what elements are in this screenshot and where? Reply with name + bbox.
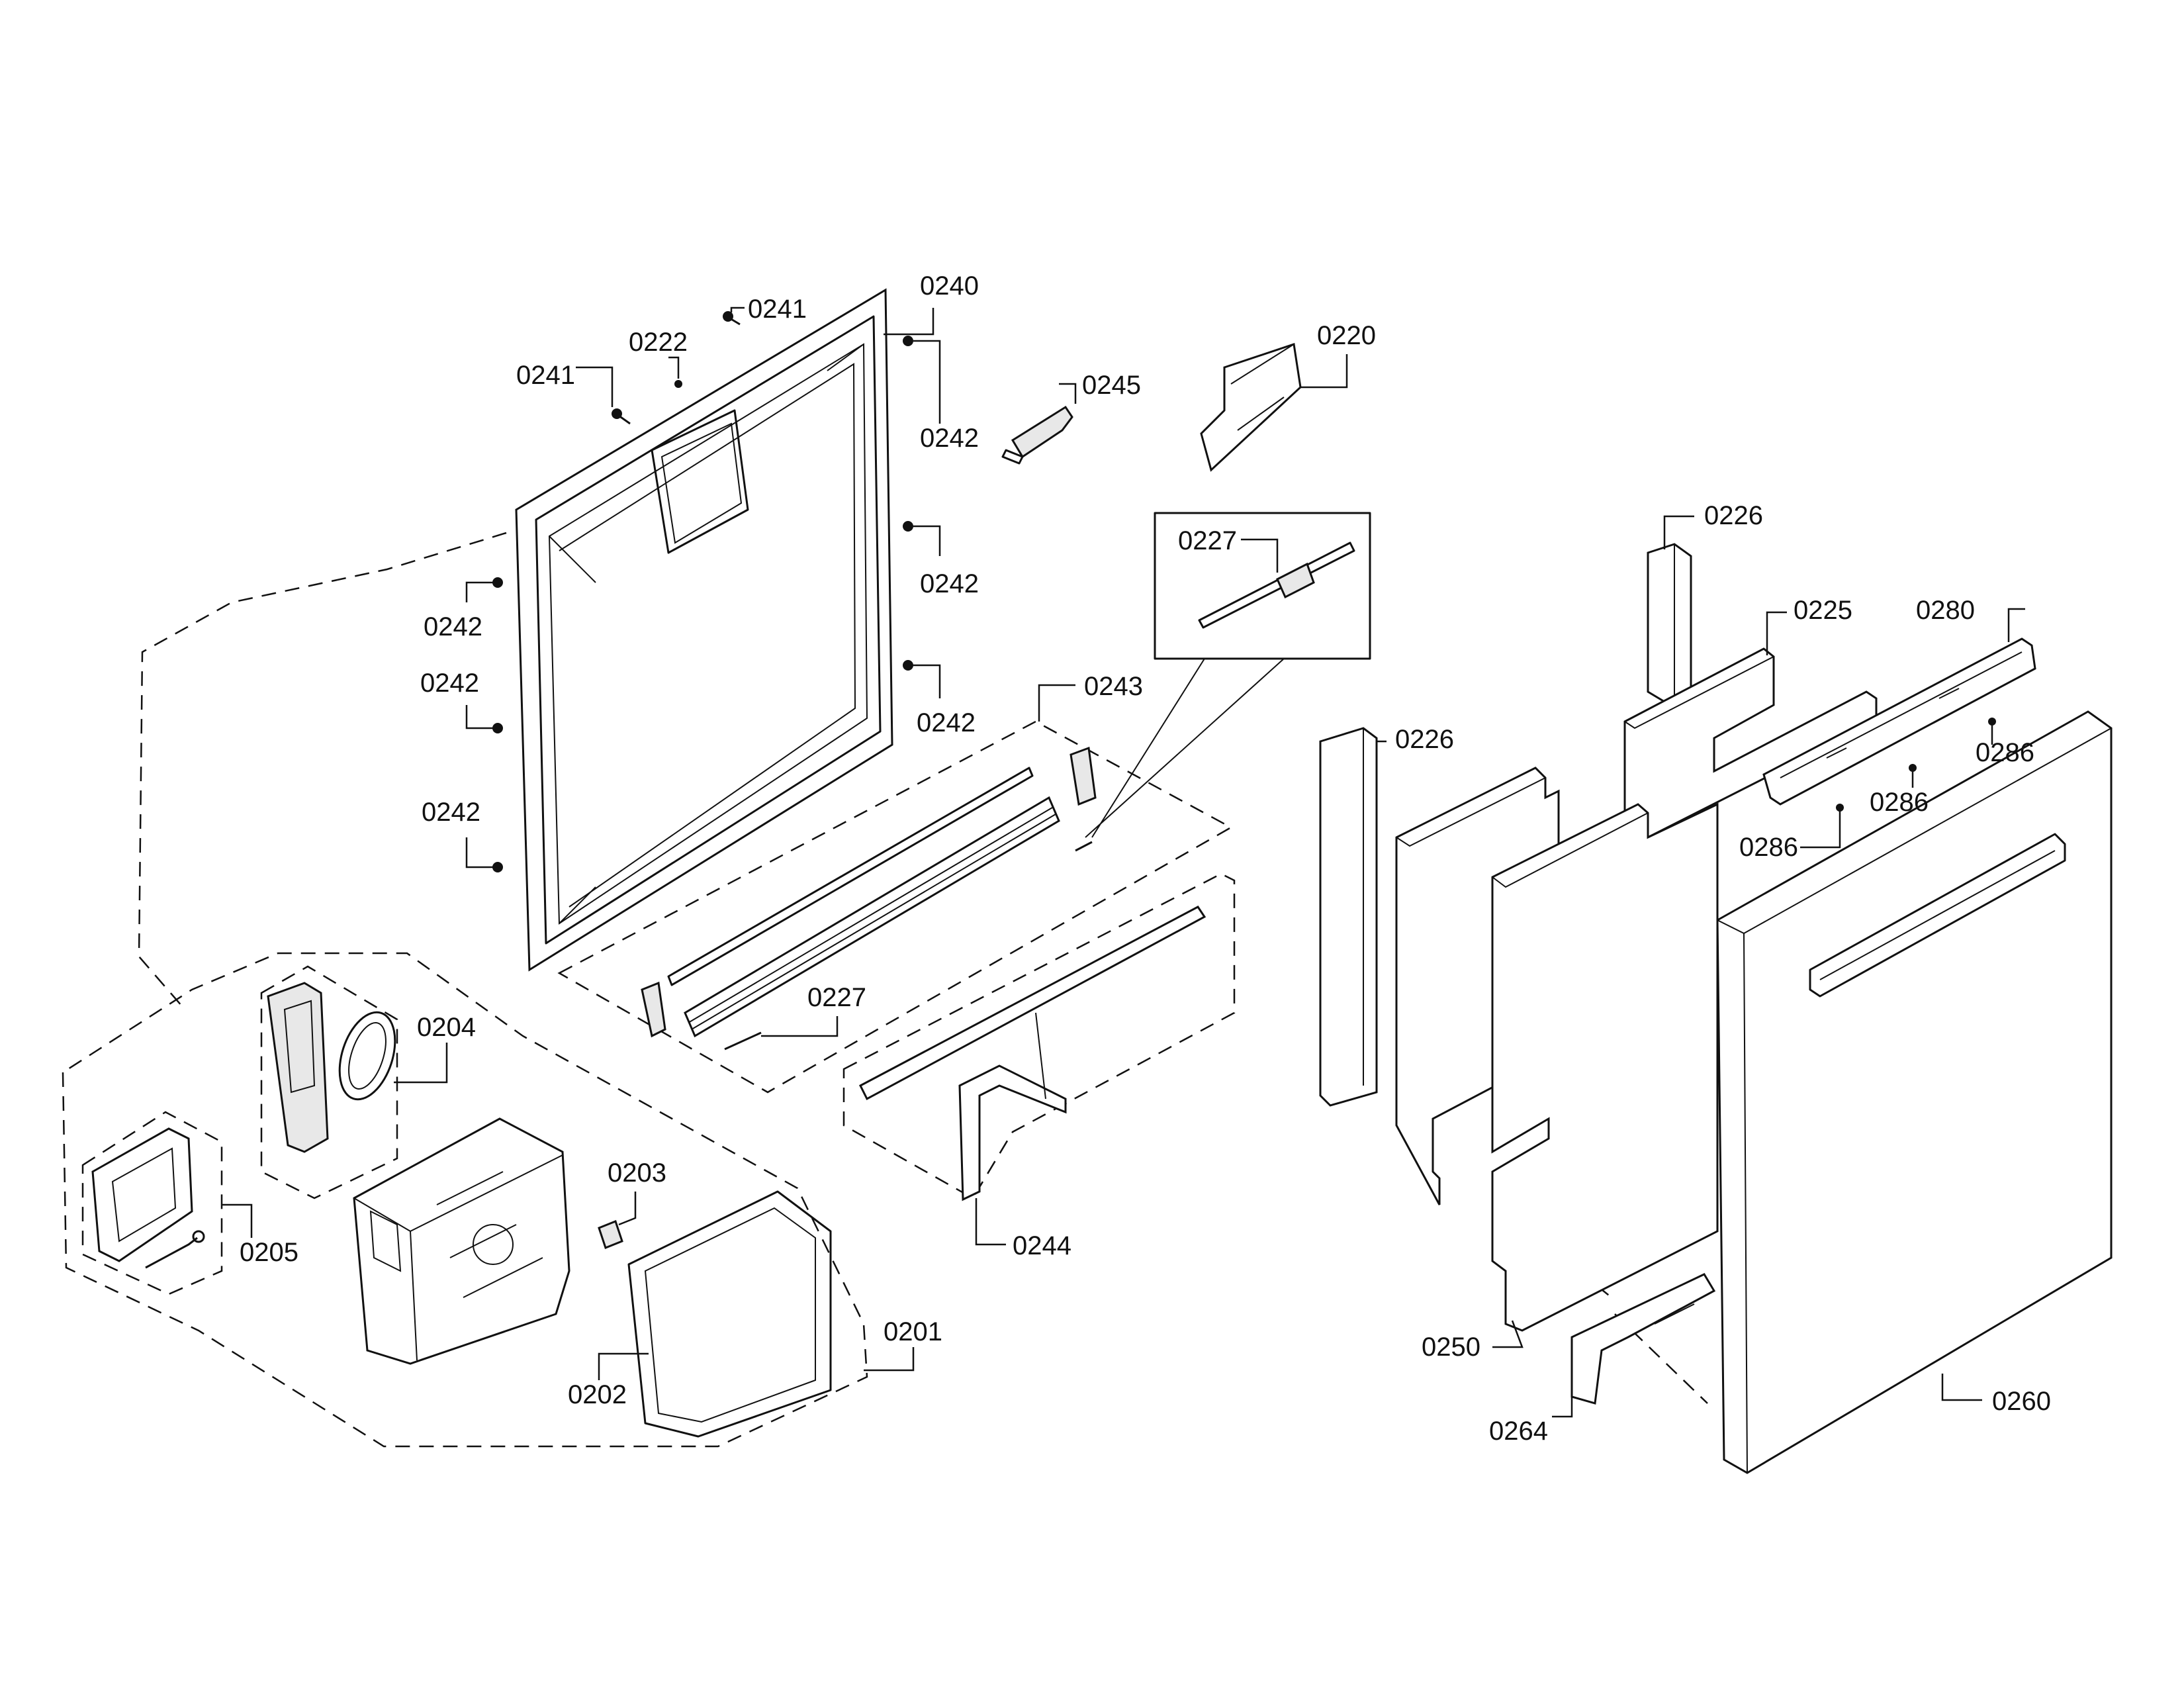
screw-0286-c (1836, 804, 1844, 812)
screw-0242-right-1 (903, 336, 913, 346)
group-outline-0243 (557, 720, 1233, 1094)
leader-0220 (1300, 354, 1348, 389)
control-unit-0201 (353, 1117, 570, 1365)
label-0242e: 0242 (420, 669, 479, 698)
screw-0242-right-3 (903, 660, 913, 671)
label-0243: 0243 (1084, 672, 1143, 701)
leader-0242c (913, 664, 941, 698)
gasket-frame-0202 (627, 1190, 832, 1438)
screw-0242-left-1 (492, 577, 503, 588)
label-0241b: 0241 (748, 295, 807, 324)
leader-0241b (730, 306, 745, 312)
handle-strip-0280 (1762, 637, 2036, 806)
leader-0243 (1038, 684, 1075, 722)
group-outline-inner-door (138, 532, 507, 1007)
hinge-clip-0245 (1001, 405, 1073, 465)
label-0202: 0202 (568, 1380, 627, 1409)
inner-door-frame-0240 (515, 288, 893, 972)
side-strip-0226-top (1647, 543, 1692, 703)
outer-door-panel-0260 (1716, 710, 2113, 1474)
rail-assembly-0243 (641, 746, 1097, 1051)
screw-0241-left (612, 408, 631, 425)
label-0222: 0222 (629, 328, 688, 357)
leader-0260 (1941, 1374, 1982, 1401)
leader-0226a (1375, 740, 1387, 791)
screw-0286-a (1988, 718, 1996, 726)
air-duct-0204 (267, 982, 396, 1153)
group-outline-0244 (842, 872, 1236, 1199)
label-0227b: 0227 (807, 983, 866, 1012)
leader-0226b (1663, 515, 1694, 549)
leader-0242d (465, 581, 493, 602)
bottom-trim-0264 (1570, 1273, 1716, 1405)
screw-0242-left-3 (492, 862, 503, 872)
insulation-panel-0250 (1491, 802, 1719, 1332)
leader-0205 (222, 1203, 253, 1238)
leader-0202 (598, 1352, 649, 1380)
screw-0242-right-2 (903, 521, 913, 532)
label-0220: 0220 (1317, 321, 1376, 350)
label-0245: 0245 (1082, 371, 1141, 400)
screw-0241-top (723, 311, 741, 326)
label-0227a: 0227 (1178, 526, 1237, 555)
electronic-module-0205 (91, 1127, 205, 1269)
side-strip-0226-left (1319, 727, 1378, 1107)
label-0244: 0244 (1013, 1231, 1071, 1260)
leader-0242a (913, 340, 941, 424)
label-0242f: 0242 (422, 798, 480, 827)
group-outline-0205 (81, 1111, 223, 1295)
duct-seal-ring (338, 1011, 396, 1101)
bracket-0220 (1200, 343, 1302, 472)
leader-0201 (864, 1347, 915, 1372)
label-0203: 0203 (608, 1158, 666, 1188)
screw-0286-b (1909, 764, 1917, 772)
leader-0286c (1800, 811, 1841, 849)
group-outline-control-unit (62, 952, 868, 1448)
label-0260: 0260 (1992, 1387, 2051, 1416)
label-0226a: 0226 (1395, 725, 1454, 754)
label-0242a: 0242 (920, 424, 979, 453)
screw-0222 (674, 380, 682, 388)
leader-0242b (913, 525, 941, 556)
leader-0203 (618, 1192, 637, 1226)
leader-0244 (975, 1198, 1006, 1246)
leader-0250 (1492, 1320, 1524, 1348)
label-0286b: 0286 (1870, 788, 1929, 817)
detail-box-0227 (1154, 512, 1371, 660)
rail-bracket-0244 (859, 906, 1206, 1201)
label-0241a: 0241 (516, 361, 575, 390)
leader-0241a (576, 366, 614, 407)
label-0242b: 0242 (920, 569, 979, 598)
label-0280: 0280 (1916, 596, 1975, 625)
label-0286c: 0286 (1739, 833, 1798, 862)
label-0264: 0264 (1489, 1417, 1548, 1446)
label-0240: 0240 (920, 271, 979, 301)
leader-0242e (465, 705, 493, 729)
label-0250: 0250 (1422, 1333, 1480, 1362)
label-0205: 0205 (240, 1238, 298, 1267)
clip-0203 (598, 1220, 623, 1249)
label-0286a: 0286 (1976, 738, 2034, 767)
leader-0227b (761, 1016, 839, 1037)
detail-callout-lines (1085, 658, 1285, 838)
leader-0264 (1552, 1397, 1573, 1418)
leader-0204 (394, 1043, 448, 1084)
leader-0240 (884, 308, 934, 336)
label-0242c: 0242 (917, 708, 976, 737)
leader-0280 (2007, 608, 2025, 642)
leader-0245 (1059, 383, 1077, 404)
screw-0242-left-2 (492, 723, 503, 733)
label-0204: 0204 (417, 1013, 476, 1042)
label-0201: 0201 (884, 1317, 942, 1346)
label-0226b: 0226 (1704, 501, 1763, 530)
label-0225: 0225 (1794, 596, 1852, 625)
leader-0227a (1241, 538, 1279, 573)
group-outline-0204 (260, 965, 398, 1199)
leader-0225 (1766, 611, 1787, 655)
label-0242d: 0242 (424, 612, 482, 641)
leader-0222 (668, 356, 680, 379)
leader-0242f (465, 837, 493, 868)
